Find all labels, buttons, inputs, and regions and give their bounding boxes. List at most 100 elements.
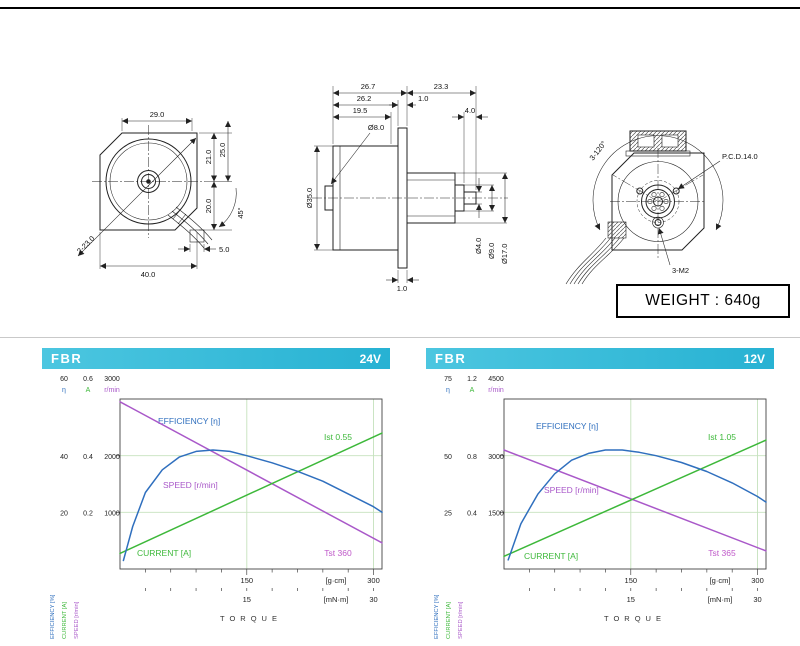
spd-scale-max: 4500 [488,376,504,383]
dim-width-top: 29.0 [150,110,165,119]
cur-scale-max: 1.2 [467,376,477,383]
spd-tick: 1000 [104,511,120,518]
dimension-drawings: 2-23.0 29.0 21.0 25.0 20.0 45° 40.0 5.0 [75,82,758,293]
y-title-current: CURRENT [A] [446,602,452,639]
x-tick-300: 300 [367,576,380,585]
tst-label: Tst 365 [708,548,736,558]
front-view-drawing: 2-23.0 29.0 21.0 25.0 20.0 45° 40.0 5.0 [75,110,245,279]
side-view-drawing: 26.7 23.3 26.2 1.0 19.5 4.0 Ø8.0 Ø35.0 Ø… [305,82,509,293]
y-title-speed: SPEED [r/min] [458,601,464,639]
x-axis-title: TORQUE [604,614,666,623]
x-unit-mnm: [mN·m] [708,595,733,604]
cur-unit: A [86,387,91,394]
y-title-efficiency: EFFICIENCY [%] [434,594,440,639]
dia-shaft: Ø4.0 [474,238,483,254]
x-axis-title: TORQUE [220,614,282,623]
dim-shaft: 4.0 [465,106,475,115]
dia-body: Ø35.0 [305,188,314,208]
eff-unit: η [446,387,450,394]
eff-tick: 20 [60,511,68,518]
x-tick-30: 30 [369,595,377,604]
dim-chamfer: 2-23.0 [75,234,96,255]
spd-scale-max: 3000 [104,376,120,383]
plot-curves [503,439,767,591]
front-lead-wires [167,206,213,249]
cur-tick: 0.4 [467,511,477,518]
dim-tab: 5.0 [219,245,229,254]
spd-tick: 3000 [488,454,504,461]
x-unit-gcm: [g·cm] [710,576,731,585]
chart-voltage: 24V [359,351,381,366]
eff-scale-max: 75 [444,376,452,383]
rear-lead-wires [565,221,627,285]
plot-curves [119,401,383,591]
dim-body: 26.2 [357,94,372,103]
tst-label: Tst 360 [324,548,352,558]
eff-tick: 40 [60,454,68,461]
x-unit-mnm: [mN·m] [324,595,349,604]
speed-curve-label: SPEED [r/min] [163,480,218,490]
dim-right-lower: 20.0 [204,199,213,214]
chart-panel-12v: FBR 12V 75 1.2 4500 η A r/min 50 0.8 300… [426,348,774,646]
rear-view-drawing: 3-120° P.C.D.14.0 3-M2 [565,130,758,285]
dim-screw: 3-M2 [672,266,689,275]
dim-rear: 19.5 [353,106,368,115]
dim-flange-top: 1.0 [418,94,428,103]
spd-unit: r/min [488,387,504,394]
y-title-speed: SPEED [r/min] [74,601,80,639]
x-tick-150: 150 [241,576,254,585]
chart-plot-24v: 60 0.6 3000 η A r/min 40 0.4 2000 20 0.2… [50,376,383,639]
chart-plot-12v: 75 1.2 4500 η A r/min 50 0.8 3000 25 0.4… [434,376,767,639]
ist-label: Ist 1.05 [708,432,736,442]
weight-box: WEIGHT : 640g [616,284,790,318]
dim-pcd: P.C.D.14.0 [722,152,758,161]
ist-label: Ist 0.55 [324,432,352,442]
top-rule [0,7,800,9]
x-unit-gcm: [g·cm] [326,576,347,585]
efficiency-curve-label: EFFICIENCY [η] [158,416,220,426]
dim-overall-rear: 26.7 [361,82,376,91]
dim-right-upper: 21.0 [204,150,213,165]
x-tick-150: 150 [625,576,638,585]
x-tick-15: 15 [627,595,635,604]
y-title-current: CURRENT [A] [62,602,68,639]
dim-overall-front: 23.3 [434,82,449,91]
spd-tick: 1500 [488,511,504,518]
cur-tick: 0.2 [83,511,93,518]
spd-tick: 2000 [104,454,120,461]
weight-label: WEIGHT : 640g [645,292,761,309]
dim-width-bottom: 40.0 [141,270,156,279]
cur-tick: 0.8 [467,454,477,461]
x-tick-30: 30 [753,595,761,604]
chart-header-12v: FBR 12V [426,348,774,369]
dia-boss: Ø8.0 [368,123,384,132]
cur-unit: A [470,387,475,394]
current-curve-label: CURRENT [A] [524,551,578,561]
x-tick-300: 300 [751,576,764,585]
x-tick-15: 15 [243,595,251,604]
eff-tick: 25 [444,511,452,518]
chart-panel-24v: FBR 24V 60 0.6 3000 η A r/min 40 0.4 200… [42,348,390,646]
y-title-efficiency: EFFICIENCY [%] [50,594,56,639]
chart-header-24v: FBR 24V [42,348,390,369]
dim-right-outer: 25.0 [218,143,227,158]
chart-voltage: 12V [743,351,765,366]
dia-step: Ø9.0 [487,243,496,259]
chart-model: FBR [435,351,467,366]
current-curve-label: CURRENT [A] [137,548,191,558]
eff-scale-max: 60 [60,376,68,383]
speed-curve-label: SPEED [r/min] [544,485,599,495]
efficiency-curve-label: EFFICIENCY [η] [536,421,598,431]
dim-angle-45: 45° [236,207,245,218]
dim-hole-angle: 3-120° [587,139,608,162]
spd-unit: r/min [104,387,120,394]
plot-frame [500,398,767,570]
dia-gear: Ø17.0 [500,244,509,264]
cur-scale-max: 0.6 [83,376,93,383]
section-divider [0,337,800,338]
cur-tick: 0.4 [83,454,93,461]
eff-tick: 50 [444,454,452,461]
chart-model: FBR [51,351,83,366]
plot-frame [116,398,383,570]
